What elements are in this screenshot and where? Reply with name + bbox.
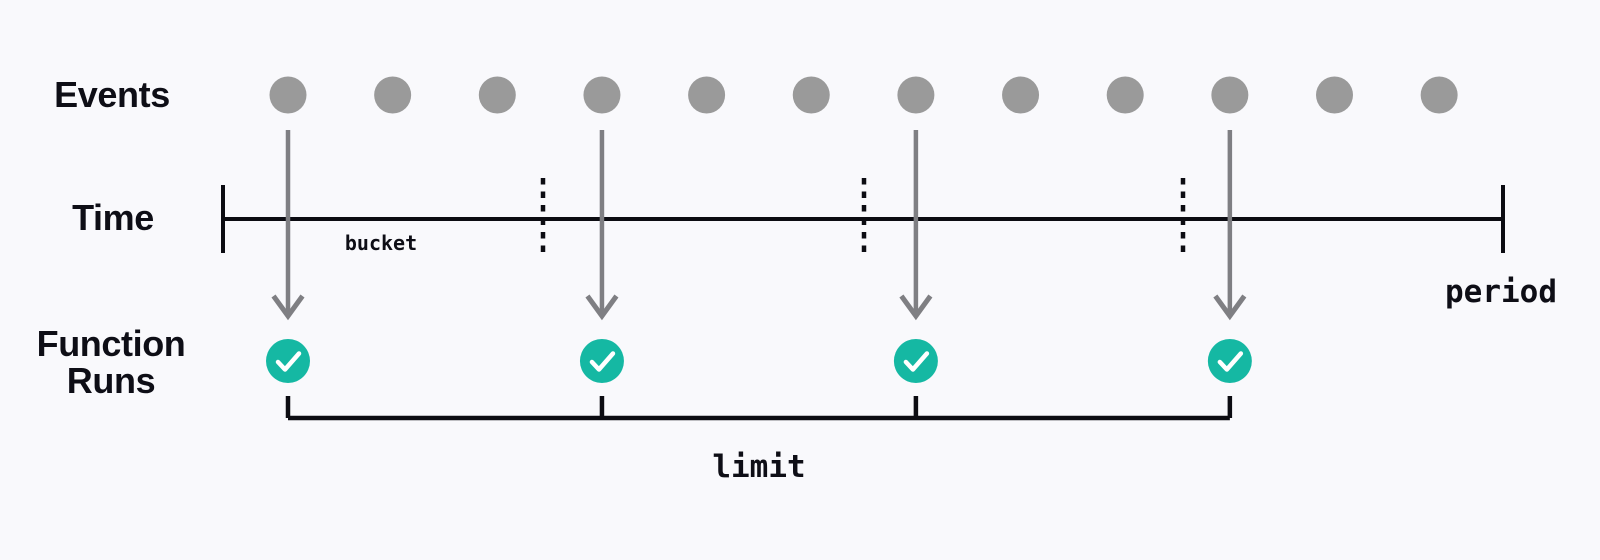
- function-run-circle: [266, 339, 310, 383]
- limit-label: limit: [712, 449, 806, 485]
- event-dot: [374, 76, 412, 114]
- function-run-circle: [579, 339, 624, 383]
- function-runs-row-label: Function Runs: [37, 325, 186, 399]
- period-label: period: [1445, 274, 1557, 310]
- event-dot: [1420, 76, 1458, 114]
- event-dot: [478, 76, 516, 114]
- event-dot: [1002, 76, 1040, 114]
- function-runs-label-line1: Function: [36, 323, 186, 364]
- check-icon: [275, 351, 302, 372]
- check-icon: [903, 351, 930, 372]
- time-row-label: Time: [72, 197, 154, 238]
- events-row-label: Events: [54, 74, 170, 115]
- function-runs-label-line2: Runs: [66, 360, 156, 401]
- check-icon: [1217, 351, 1244, 372]
- bucket-label: bucket: [344, 231, 418, 255]
- event-dot: [1316, 76, 1353, 114]
- event-dot: [1106, 76, 1144, 114]
- arrow-down-head-icon: [585, 294, 619, 321]
- event-dot: [1211, 76, 1249, 114]
- function-run-circle: [1207, 339, 1252, 383]
- event-dot: [897, 76, 935, 114]
- event-dot: [688, 76, 726, 114]
- check-icon: [589, 351, 616, 372]
- arrow-down-head-icon: [1213, 294, 1247, 321]
- event-dot: [792, 76, 830, 114]
- arrow-down-head-icon: [271, 294, 305, 321]
- function-run-circle: [893, 339, 938, 383]
- event-dot: [583, 76, 621, 114]
- arrow-down-head-icon: [899, 294, 933, 321]
- event-dot: [269, 76, 307, 114]
